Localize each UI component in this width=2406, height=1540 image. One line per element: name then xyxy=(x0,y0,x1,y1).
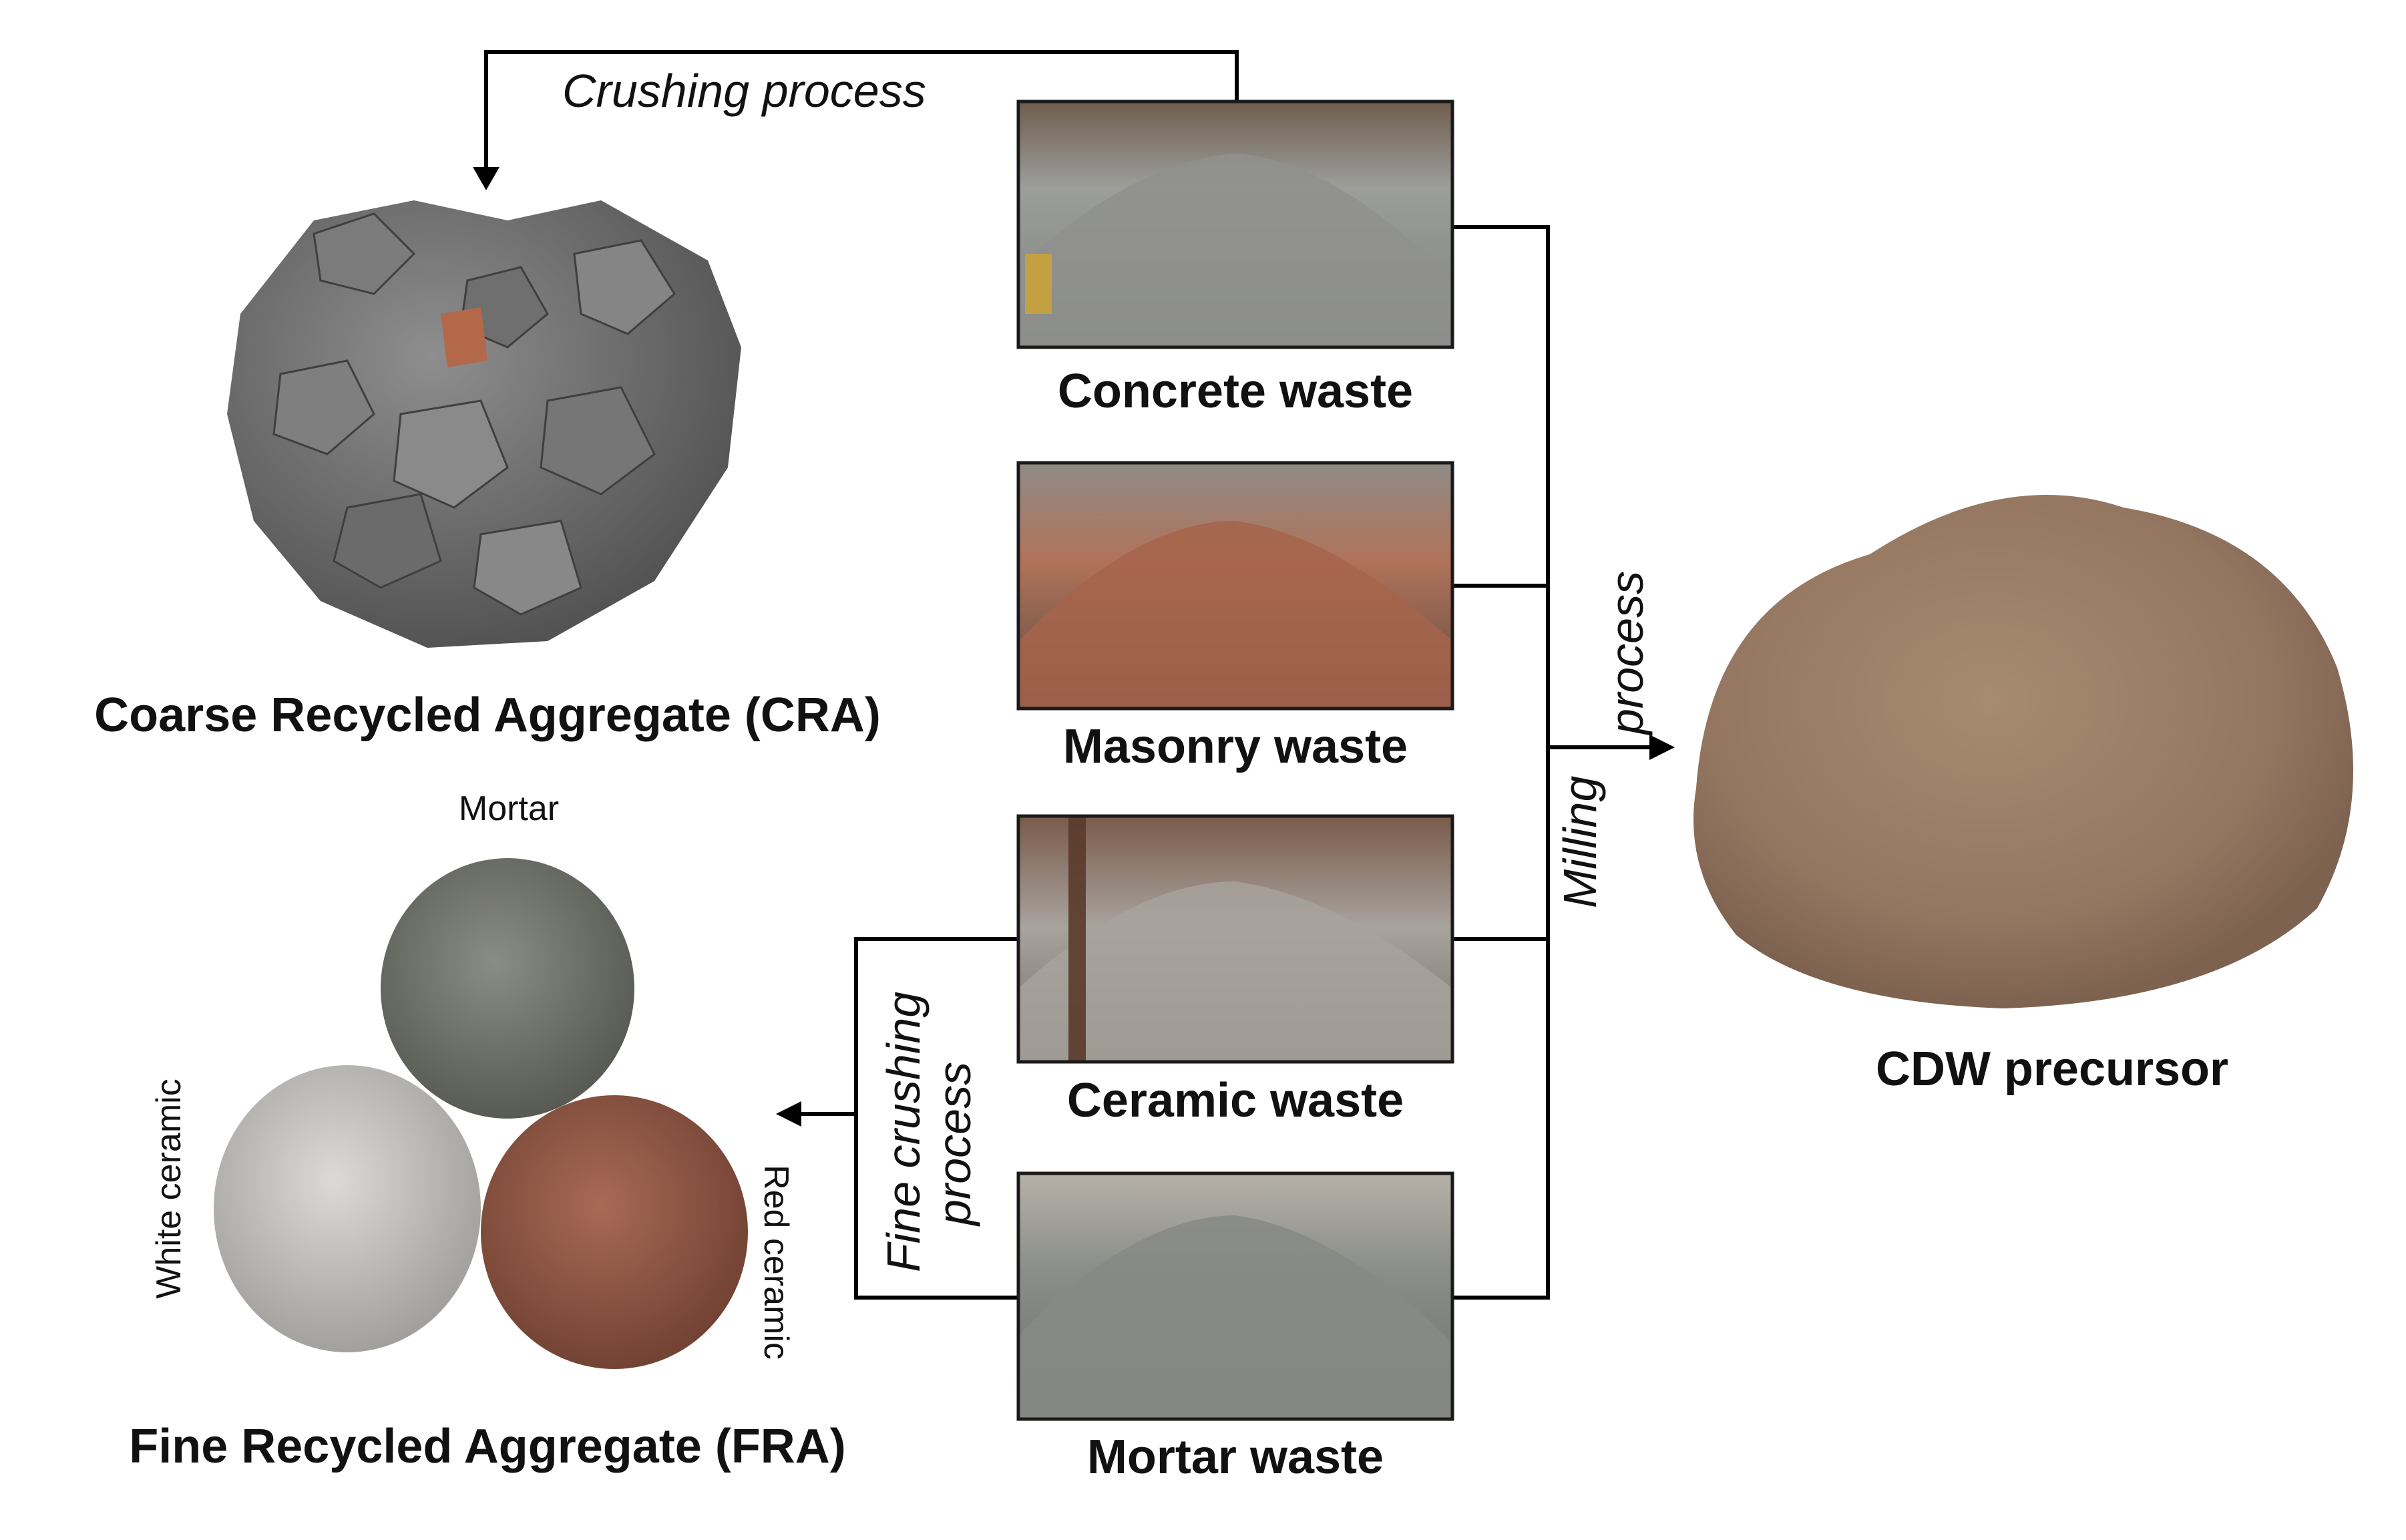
crushing-process-label: Crushing process xyxy=(562,65,926,117)
milling-process-label-line2: process xyxy=(1601,571,1653,736)
crushing-connector xyxy=(484,50,1239,175)
crushing-arrowhead xyxy=(473,167,499,190)
cdw-precursor-label: CDW precursor xyxy=(1876,1042,2228,1096)
masonry-waste-label: Masonry waste xyxy=(1063,720,1408,773)
ceramic-waste-label: Ceramic waste xyxy=(1067,1074,1404,1127)
fine-crushing-label-line1: Fine crushing xyxy=(877,992,930,1272)
fine-aggregate-image xyxy=(214,858,748,1369)
masonry-waste-photo xyxy=(1016,461,1454,711)
fra-red-ceramic-label: Red ceramic xyxy=(757,1165,795,1360)
fra-red-ceramic-pile xyxy=(481,1095,748,1369)
fine-crushing-bus xyxy=(854,937,1018,1300)
milling-bus xyxy=(1452,225,1550,1300)
milling-process-label-line1: Milling xyxy=(1554,776,1606,908)
fra-mortar-label: Mortar xyxy=(459,789,559,828)
milling-process-label: Milling process xyxy=(1554,571,1653,908)
milling-arrowhead xyxy=(1649,735,1675,760)
ceramic-waste-photo xyxy=(1016,814,1454,1064)
mortar-waste-photo xyxy=(1016,1171,1454,1421)
fine-crushing-process-label: Fine crushing process xyxy=(877,992,980,1272)
fra-white-ceramic-label: White ceramic xyxy=(150,1079,188,1298)
fine-crushing-label-line2: process xyxy=(928,1062,980,1227)
cra-label: Coarse Recycled Aggregate (CRA) xyxy=(94,689,881,742)
concrete-waste-label: Concrete waste xyxy=(1058,365,1413,418)
fra-mortar-pile xyxy=(381,858,634,1119)
fra-white-ceramic-pile xyxy=(214,1065,481,1352)
cdw-precursor-image xyxy=(1693,495,2353,1008)
fra-label: Fine Recycled Aggregate (FRA) xyxy=(129,1420,846,1473)
concrete-waste-photo xyxy=(1016,100,1454,349)
mortar-waste-label: Mortar waste xyxy=(1087,1430,1384,1484)
coarse-aggregate-image xyxy=(227,200,741,648)
fine-crushing-arrowhead xyxy=(776,1101,801,1127)
